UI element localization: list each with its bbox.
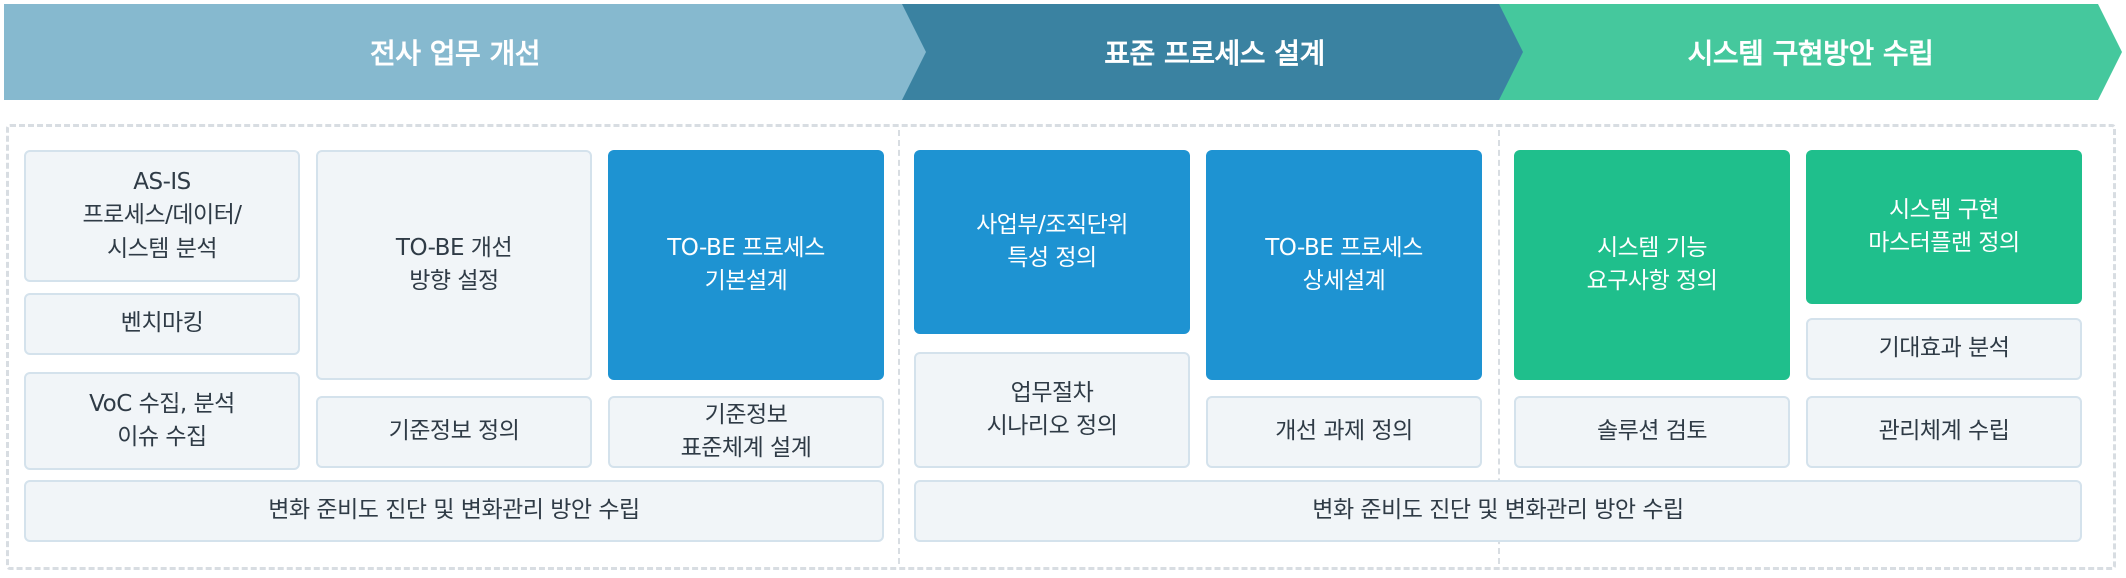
- box-tobe-detail-design: TO-BE 프로세스 상세설계: [1206, 150, 1482, 380]
- divider-2: [1498, 130, 1500, 564]
- phase-arrow-3: [1499, 4, 2122, 100]
- box-solution-review: 솔루션 검토: [1514, 396, 1790, 468]
- divider-1: [898, 130, 900, 564]
- box-management-system: 관리체계 수립: [1806, 396, 2082, 468]
- phase-arrow-bar: 전사 업무 개선 표준 프로세스 설계 시스템 구현방안 수립: [0, 0, 2126, 104]
- box-criteria-info: 기준정보 정의: [316, 396, 592, 468]
- phase-label-1: 전사 업무 개선: [369, 37, 541, 70]
- box-benchmarking: 벤치마킹: [24, 293, 300, 355]
- box-improvement-task: 개선 과제 정의: [1206, 396, 1482, 468]
- phase-label-3: 시스템 구현방안 수립: [1687, 37, 1934, 70]
- box-criteria-system: 기준정보 표준체계 설계: [608, 396, 884, 468]
- content-frame: [6, 124, 2116, 570]
- box-change-readiness-2: 변화 준비도 진단 및 변화관리 방안 수립: [914, 480, 2082, 542]
- box-business-unit: 사업부/조직단위 특성 정의: [914, 150, 1190, 334]
- phase-arrows-svg: [4, 4, 2122, 100]
- phase-label-2: 표준 프로세스 설계: [1104, 37, 1325, 70]
- phase-arrow-1: [4, 4, 930, 100]
- box-tobe-direction: TO-BE 개선 방향 설정: [316, 150, 592, 380]
- box-master-plan: 시스템 구현 마스터플랜 정의: [1806, 150, 2082, 304]
- box-voc: VoC 수집, 분석 이슈 수집: [24, 372, 300, 470]
- box-tobe-basic-design: TO-BE 프로세스 기본설계: [608, 150, 884, 380]
- phase-arrow-2: [902, 4, 1527, 100]
- box-asis-analysis: AS-IS 프로세스/데이터/ 시스템 분석: [24, 150, 300, 282]
- box-system-requirements: 시스템 기능 요구사항 정의: [1514, 150, 1790, 380]
- box-change-readiness-1: 변화 준비도 진단 및 변화관리 방안 수립: [24, 480, 884, 542]
- box-procedure-scenario: 업무절차 시나리오 정의: [914, 352, 1190, 468]
- box-expected-effect: 기대효과 분석: [1806, 318, 2082, 380]
